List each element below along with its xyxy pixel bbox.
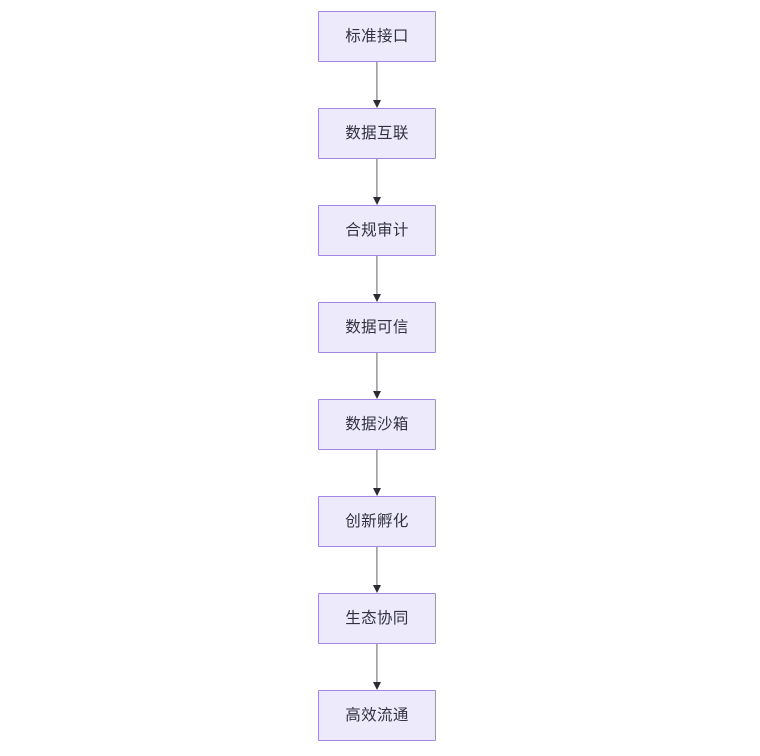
flowchart-node-7[interactable]: 生态协同 <box>318 593 436 644</box>
connector-line <box>376 547 378 585</box>
flowchart-node-5[interactable]: 数据沙箱 <box>318 399 436 450</box>
flowchart-node-1[interactable]: 标准接口 <box>318 11 436 62</box>
flowchart-connector-3-4 <box>371 256 383 302</box>
flowchart-connector-4-5 <box>371 353 383 399</box>
flowchart-node-label: 合规审计 <box>345 220 409 239</box>
flowchart-node-label: 高效流通 <box>345 705 409 724</box>
connector-line <box>376 450 378 488</box>
flowchart-node-label: 生态协同 <box>345 608 409 627</box>
arrow-down-icon <box>373 682 381 690</box>
flowchart-node-4[interactable]: 数据可信 <box>318 302 436 353</box>
connector-line <box>376 62 378 100</box>
flowchart-node-8[interactable]: 高效流通 <box>318 690 436 741</box>
arrow-down-icon <box>373 294 381 302</box>
arrow-down-icon <box>373 100 381 108</box>
flowchart-node-3[interactable]: 合规审计 <box>318 205 436 256</box>
flowchart-node-chain: 标准接口 数据互联 合规审计 数据可信 数据沙箱 <box>318 11 436 741</box>
flowchart-connector-5-6 <box>371 450 383 496</box>
arrow-down-icon <box>373 488 381 496</box>
arrow-down-icon <box>373 391 381 399</box>
connector-line <box>376 159 378 197</box>
flowchart-node-2[interactable]: 数据互联 <box>318 108 436 159</box>
connector-line <box>376 644 378 682</box>
arrow-down-icon <box>373 585 381 593</box>
connector-line <box>376 353 378 391</box>
flowchart-node-label: 数据沙箱 <box>345 414 409 433</box>
flowchart-connector-2-3 <box>371 159 383 205</box>
flowchart-node-label: 标准接口 <box>345 26 409 45</box>
arrow-down-icon <box>373 197 381 205</box>
flowchart-node-label: 数据可信 <box>345 317 409 336</box>
flowchart-node-6[interactable]: 创新孵化 <box>318 496 436 547</box>
connector-line <box>376 256 378 294</box>
flowchart-node-label: 创新孵化 <box>345 511 409 530</box>
flowchart-connector-6-7 <box>371 547 383 593</box>
flowchart-connector-7-8 <box>371 644 383 690</box>
flowchart-connector-1-2 <box>371 62 383 108</box>
flowchart-node-label: 数据互联 <box>345 123 409 142</box>
